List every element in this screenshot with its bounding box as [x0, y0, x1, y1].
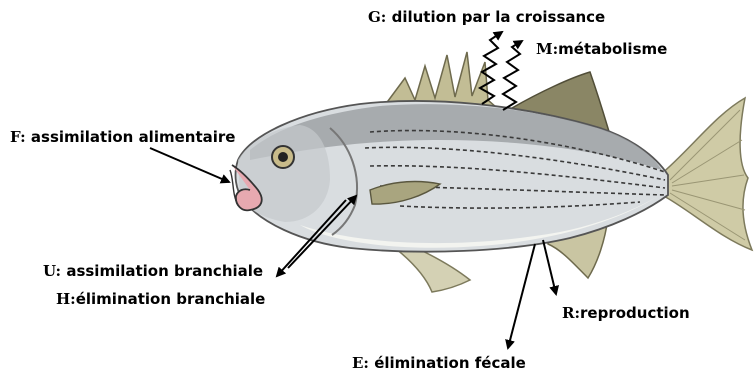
label-g: G: dilution par la croissance	[368, 8, 605, 26]
arrow-m	[503, 41, 522, 110]
arrow-r	[543, 240, 556, 294]
label-e: E: élimination fécale	[352, 354, 526, 372]
label-h: H:élimination branchiale	[56, 290, 265, 308]
arrow-e	[508, 244, 535, 348]
tail-fin	[660, 98, 752, 250]
label-u: U: assimilation branchiale	[43, 262, 263, 280]
arrow-f	[150, 148, 229, 182]
label-m: M:métabolisme	[536, 40, 667, 58]
dorsal-fin-spiny	[385, 52, 497, 108]
label-r: R:reproduction	[562, 304, 690, 322]
label-f: F: assimilation alimentaire	[10, 128, 235, 146]
